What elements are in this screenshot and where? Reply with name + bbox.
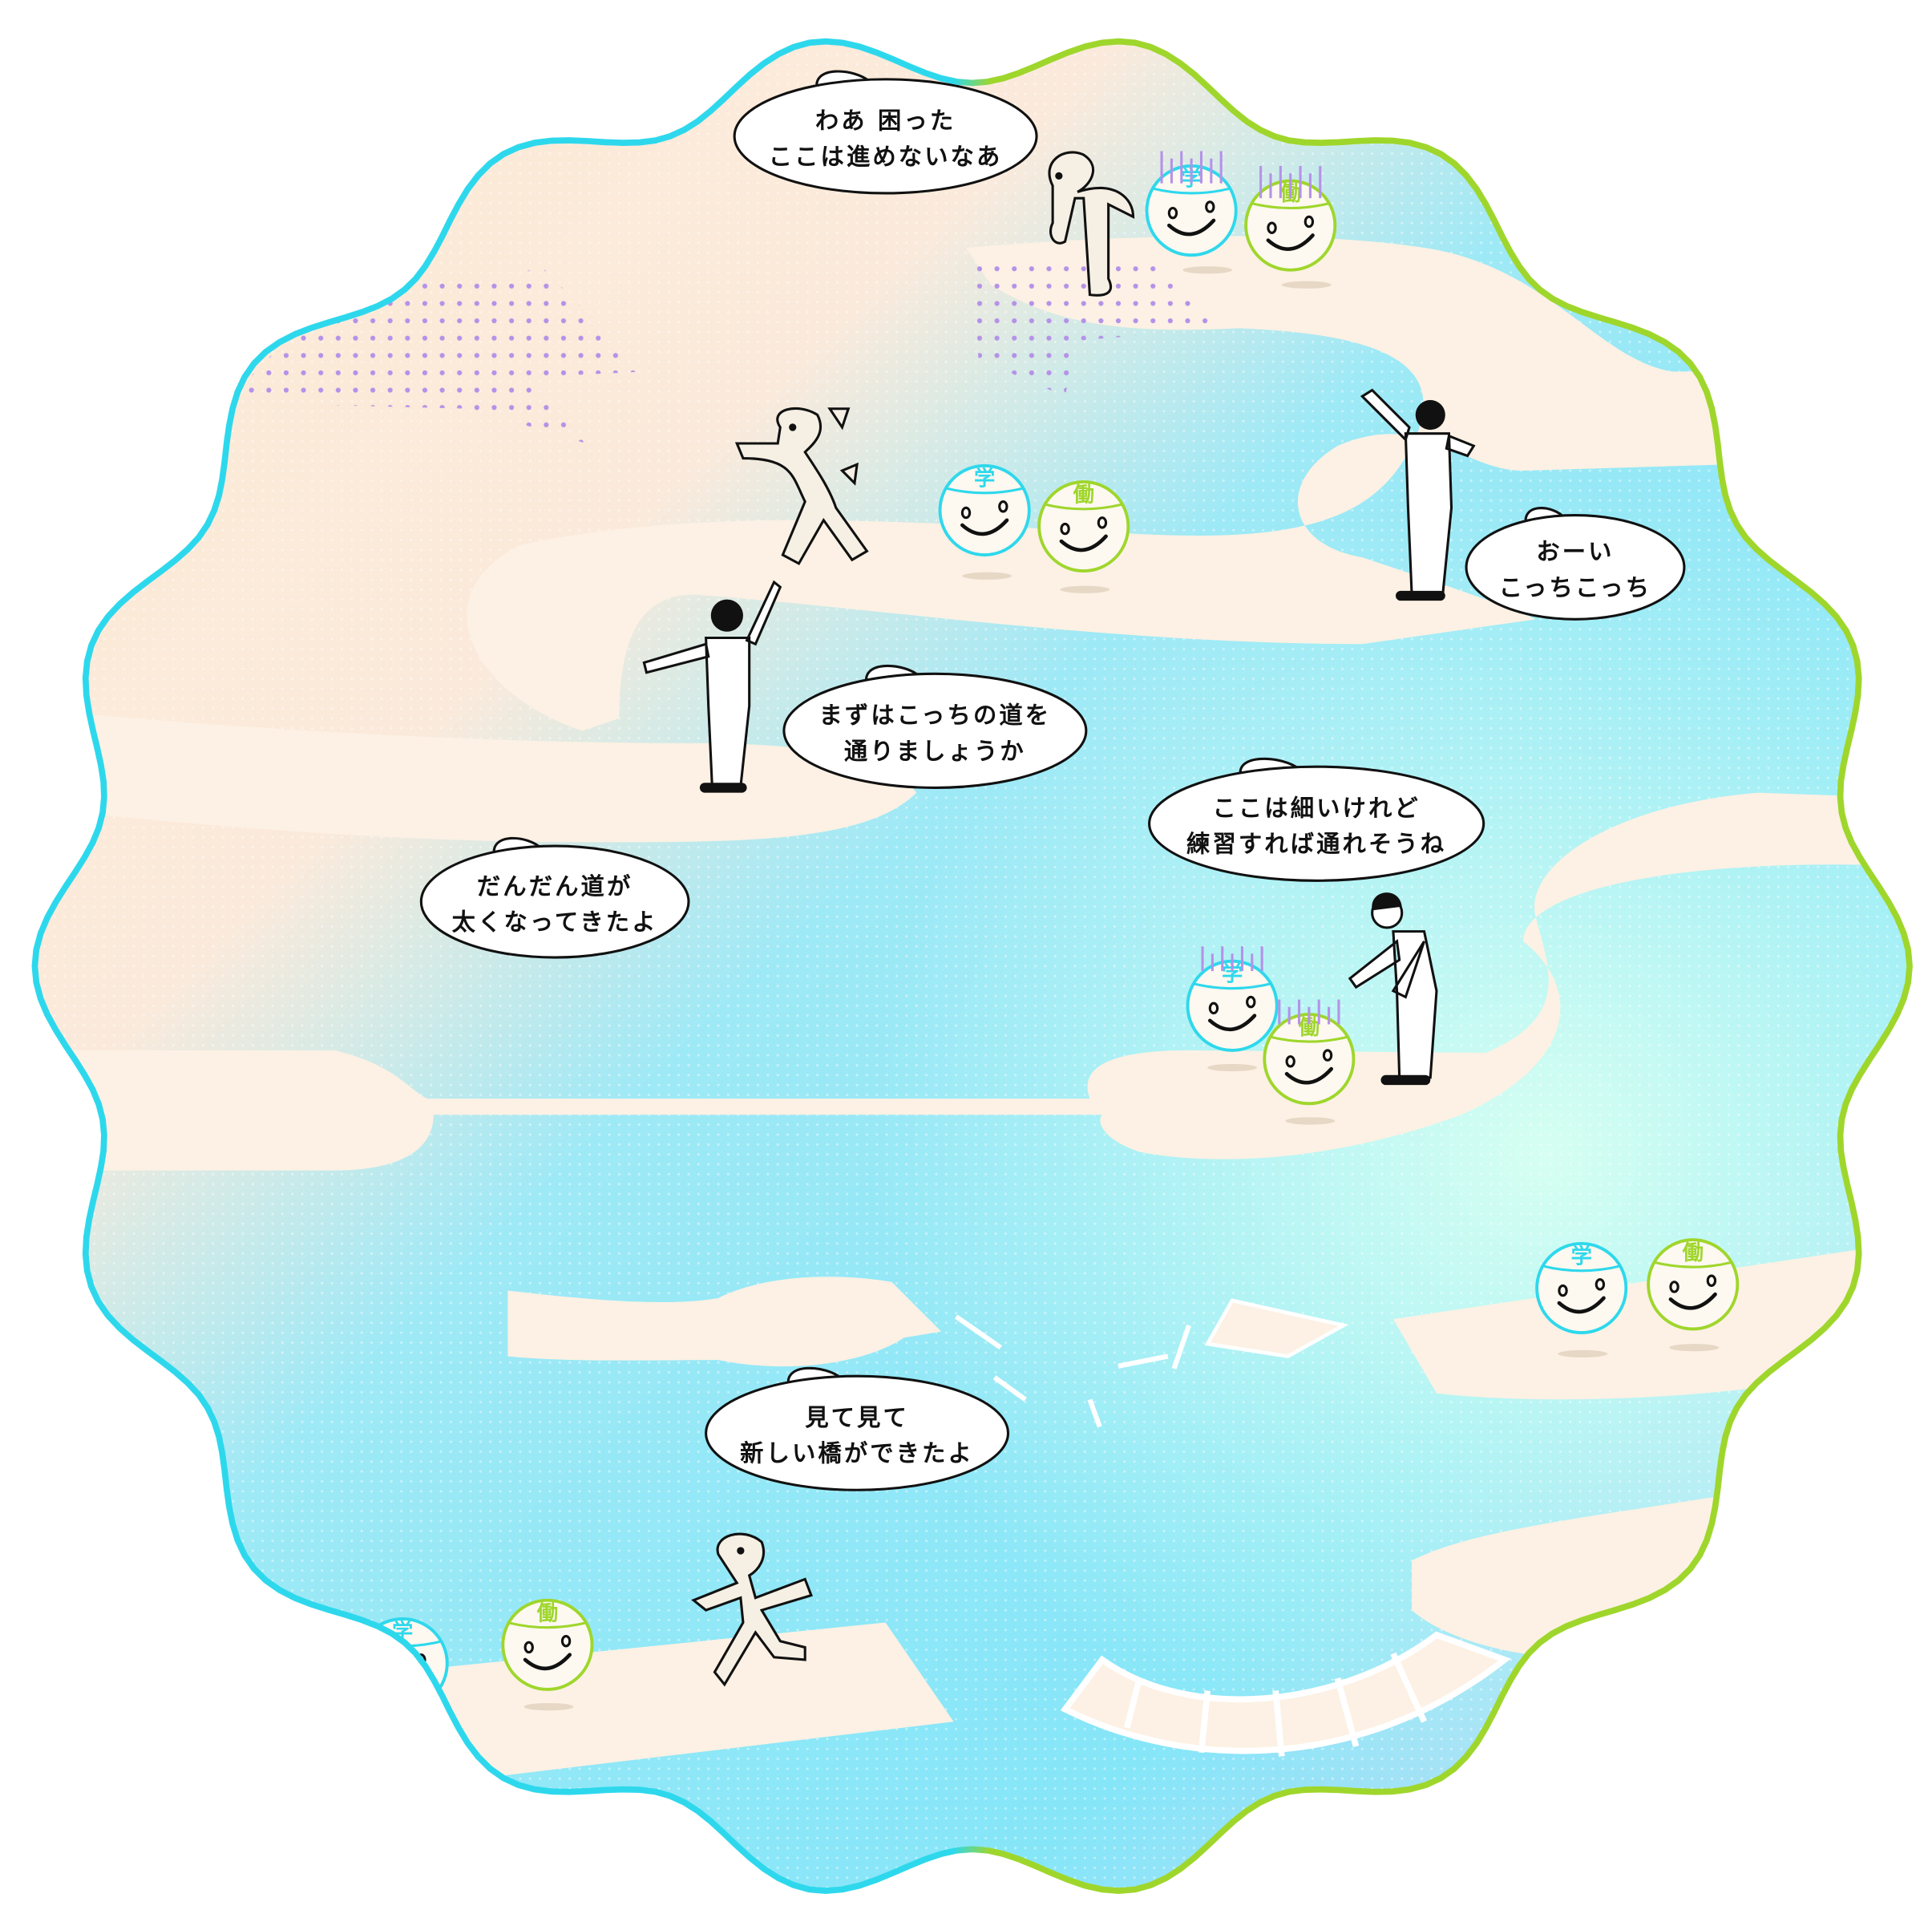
road-s [34,706,917,843]
bridge-piece [1204,1298,1349,1358]
face-learn: 学 [1535,1241,1628,1335]
road-middle [34,792,1910,1171]
scalloped-frame [31,38,1913,1895]
face-learn: 学 [1145,151,1238,257]
dog-walking [734,407,869,565]
bubble-line: こっちこっち [1499,574,1651,601]
bubble-line: 太くなってきたよ [452,908,658,936]
face-label: 働 [1682,1241,1704,1265]
broken-bridge-shards [954,1314,1191,1428]
face-label: 学 [974,467,995,492]
road-top [467,236,1910,731]
face-learn: 学 [356,1616,449,1710]
dog-running [691,1532,813,1687]
person-waving-right [1360,388,1476,601]
face-work: 働 [1263,999,1356,1106]
person-pointing [642,580,782,793]
bubble-line: 練習すれば通れそうね [1186,831,1446,858]
bubble-line: 通りましょうか [844,738,1026,765]
face-learn: 学 [1186,946,1279,1052]
bubble-line: ここは細いけれど [1212,795,1420,822]
purple-dot-area [972,253,1227,397]
bubble-line: おーい [1536,538,1614,565]
bubble-line: だんだん道が [477,872,633,900]
bubble-line: 新しい橋ができたよ [740,1440,974,1467]
dog-confused [1048,151,1135,297]
face-work: 働 [1244,165,1337,272]
face-label: 働 [1073,484,1094,508]
face-label: 学 [1571,1244,1592,1269]
face-work: 働 [1647,1238,1740,1331]
face-label: 働 [536,1601,558,1625]
bubble-line: まずはこっちの道を [819,702,1052,729]
bubble-line: 見て見て [805,1404,909,1431]
bubble-line: わあ 困った [815,107,956,135]
person-encouraging [1348,892,1438,1086]
bubble-line: ここは進めないなあ [769,143,1003,170]
face-work: 働 [501,1598,594,1691]
face-work: 働 [1037,479,1130,573]
arch-bridge [1060,1631,1511,1757]
face-learn: 学 [938,463,1031,556]
road-broken [507,1277,942,1367]
